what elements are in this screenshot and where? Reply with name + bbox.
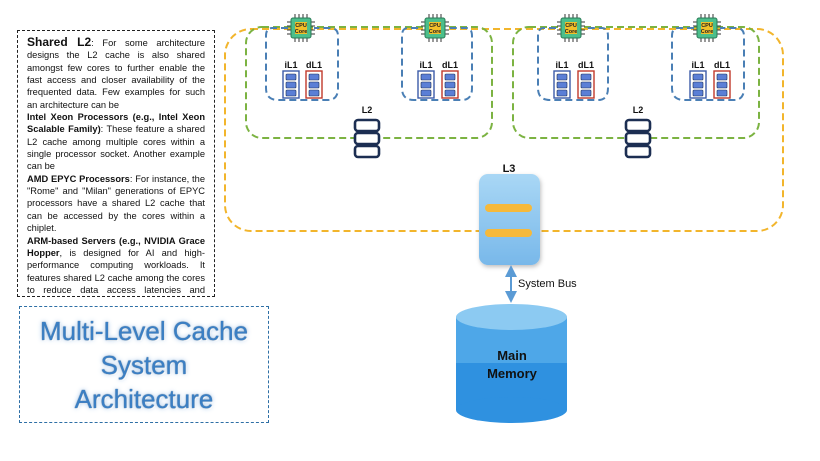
l2-label: L2 — [362, 105, 373, 115]
l3-label: L3 — [503, 163, 516, 175]
il1-label: iL1 — [419, 60, 432, 70]
example-arm-term: ARM-based Servers (e.g., NVIDIA Grace Ho… — [27, 235, 205, 258]
dl1-label: dL1 — [306, 60, 322, 70]
dl1-label: dL1 — [714, 60, 730, 70]
dl1-cache-icon: dL1 — [305, 60, 323, 99]
main-memory-cylinder — [456, 304, 567, 423]
l3-cache-block — [479, 174, 540, 265]
il1-cache-icon: iL1 — [417, 60, 435, 99]
example-intel-text: : These feature a shared L2 cache among … — [27, 124, 205, 172]
example-arm: ARM-based Servers (e.g., NVIDIA Grace Ho… — [27, 235, 205, 297]
example-amd-term: AMD EPYC Processors — [27, 173, 130, 184]
title-line-2: System — [100, 349, 188, 380]
l2-label: L2 — [633, 105, 644, 115]
l3-cache-bar-1 — [485, 204, 532, 212]
cpu-label-top: CPU — [565, 23, 577, 29]
dl1-label: dL1 — [578, 60, 594, 70]
il1-cache-icon: iL1 — [282, 60, 300, 99]
l2-cache-icon: L2 — [624, 105, 652, 159]
memory-label-line2: Memory — [487, 366, 538, 381]
dl1-label: dL1 — [442, 60, 458, 70]
il1-cache-icon: iL1 — [553, 60, 571, 99]
example-amd-text: : For instance, the "Rome" and "Milan" g… — [27, 173, 205, 234]
dl1-cache-icon: dL1 — [577, 60, 595, 99]
example-amd: AMD EPYC Processors: For instance, the "… — [27, 173, 205, 235]
dl1-cache-icon: dL1 — [713, 60, 731, 99]
example-arm-text: , is designed for AI and high-performanc… — [27, 247, 205, 295]
description-panel: Shared L2: For some architecture designs… — [17, 30, 215, 297]
title-line-1: Multi-Level Cache — [39, 315, 249, 346]
l2-boundary-right — [512, 26, 760, 139]
system-bus-label: System Bus — [518, 278, 577, 290]
cpu-label-bottom: Core — [701, 29, 714, 35]
il1-label: iL1 — [284, 60, 297, 70]
core-boundary-1 — [265, 27, 339, 101]
memory-label-line1: Main — [497, 348, 527, 363]
shared-l2-paragraph: Shared L2: For some architecture designs… — [27, 36, 205, 111]
il1-label: iL1 — [555, 60, 568, 70]
title-box: Multi-Level Cache System Architecture — [19, 306, 269, 423]
l2-cache-icon: L2 — [353, 105, 381, 159]
cpu-label-bottom: Core — [295, 29, 308, 35]
cpu-label-bottom: Core — [565, 29, 578, 35]
il1-label: iL1 — [691, 60, 704, 70]
example-intel: Intel Xeon Processors (e.g., Intel Xeon … — [27, 111, 205, 173]
cpu-label-top: CPU — [701, 23, 713, 29]
dl1-cache-icon: dL1 — [441, 60, 459, 99]
cpu-label-top: CPU — [295, 23, 307, 29]
core-boundary-2 — [401, 27, 473, 101]
l2-boundary-left — [245, 26, 493, 139]
core-boundary-4 — [671, 27, 745, 101]
title-line-3: Architecture — [74, 383, 214, 414]
l3-cache-bar-2 — [485, 229, 532, 237]
shared-l2-heading: Shared L2 — [27, 35, 92, 49]
example-intel-term: Intel Xeon Processors (e.g., Intel Xeon … — [27, 112, 205, 135]
cpu-label-top: CPU — [429, 23, 441, 29]
shared-l2-intro: : For some architecture designs the L2 c… — [27, 38, 205, 110]
il1-cache-icon: iL1 — [689, 60, 707, 99]
cpu-label-bottom: Core — [429, 29, 442, 35]
